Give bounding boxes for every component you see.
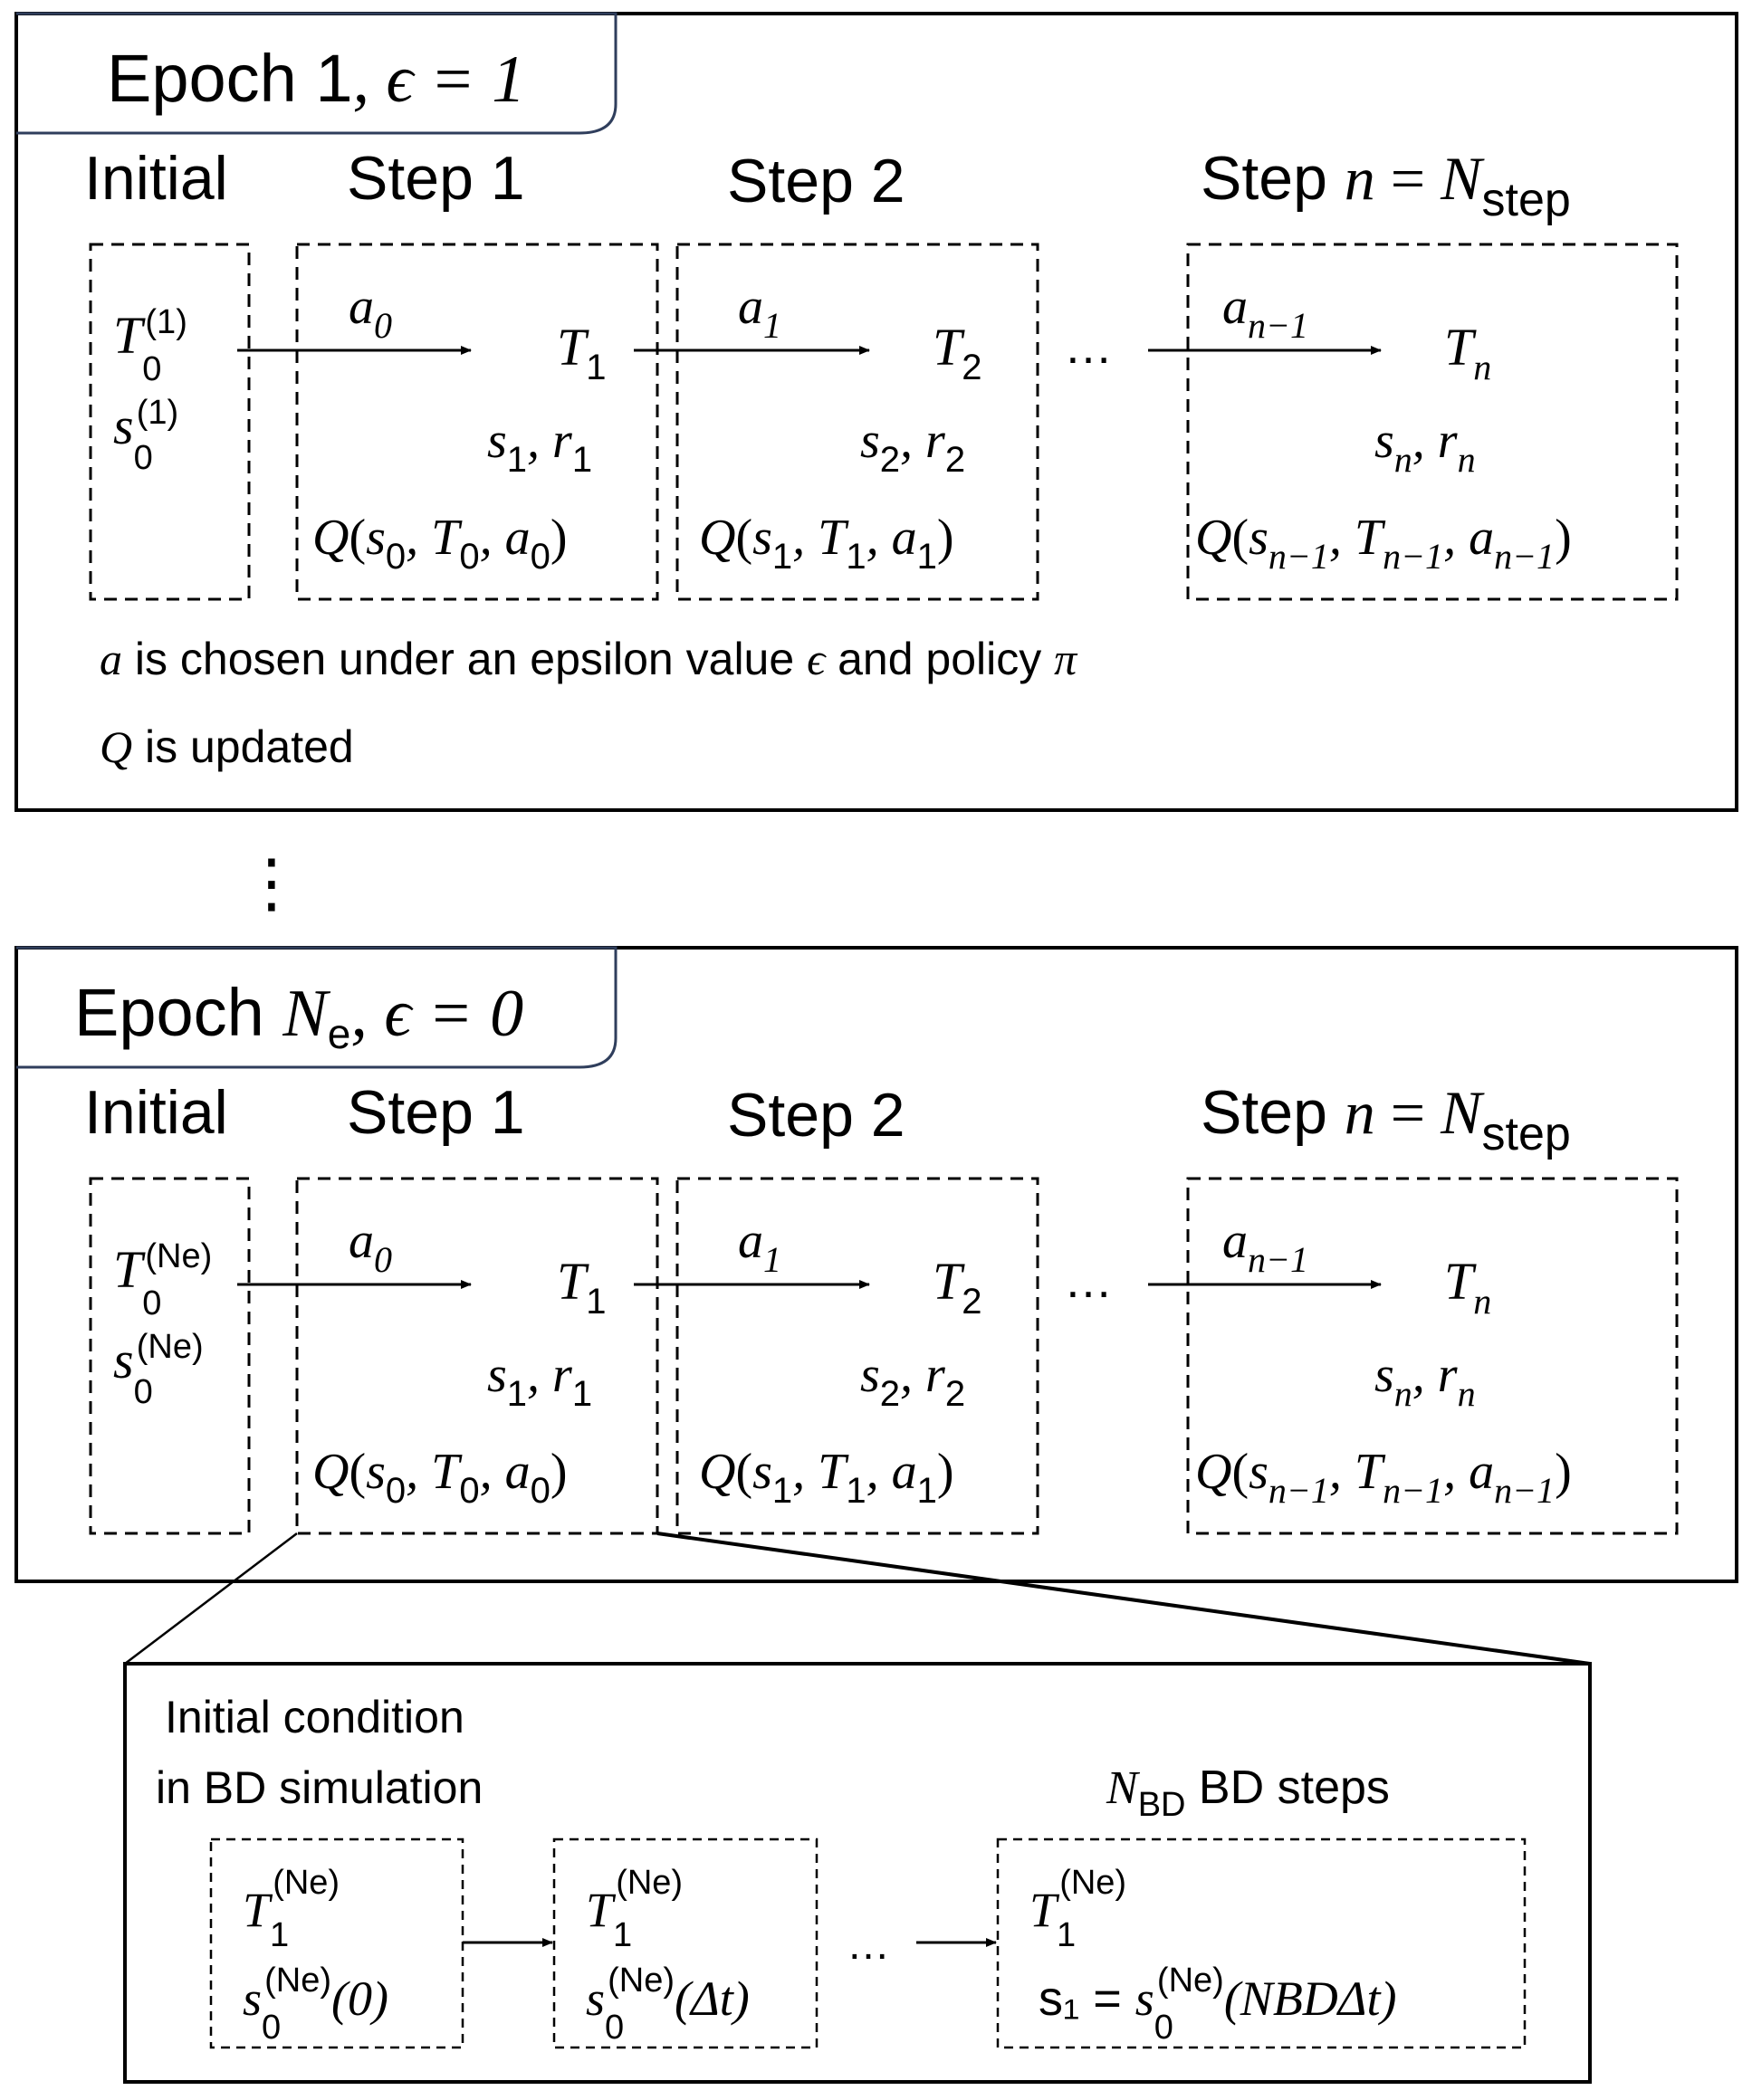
state-reward-3: sn, rn xyxy=(1374,1347,1476,1414)
bd-state-box-3 xyxy=(996,1838,1527,2049)
epoch-panel-2: Epoch Ne, ϵ = 0 Initial Step 1 Step 2 Step n… xyxy=(14,946,1738,1583)
initial-temperature: T0(1) xyxy=(113,303,187,388)
column-label-step-1: Step 1 xyxy=(347,1078,525,1147)
initial-box xyxy=(89,1177,251,1535)
temperature-label-3: Tn xyxy=(1444,1252,1491,1322)
step-box-1 xyxy=(295,243,659,601)
temperature-label-1: T1 xyxy=(557,1252,607,1322)
bd-ellipsis: … xyxy=(847,1921,890,1969)
state-reward-1: s1, r1 xyxy=(487,1347,592,1414)
bd-initial-label-line-2: in BD simulation xyxy=(156,1762,483,1813)
action-label-1: a0 xyxy=(349,279,392,346)
column-label-step-n: Step n = Nstep xyxy=(1201,1078,1571,1160)
bd-state-box-2 xyxy=(552,1838,819,2049)
q-value-1: Q(s0, T0, a0) xyxy=(312,1444,567,1511)
action-label-3: an−1 xyxy=(1222,1213,1308,1280)
bd-temperature-3: T1(Ne) xyxy=(1029,1864,1126,1954)
state-reward-1: s1, r1 xyxy=(487,413,592,480)
epoch-title: Epoch Ne, ϵ = 0 xyxy=(74,975,523,1057)
epoch-note-2: Q is updated xyxy=(100,721,354,772)
q-value-2: Q(s1, T1, a1) xyxy=(699,1444,953,1511)
q-value-1: Q(s0, T0, a0) xyxy=(312,510,567,577)
temperature-label-2: T2 xyxy=(933,318,982,387)
q-value-2: Q(s1, T1, a1) xyxy=(699,510,953,577)
action-label-2: a1 xyxy=(738,1213,781,1280)
initial-state: s0(Ne) xyxy=(113,1328,204,1411)
epoch-title-tab xyxy=(16,12,618,135)
temperature-label-1: T1 xyxy=(557,318,607,387)
action-label-3: an−1 xyxy=(1222,279,1308,346)
bd-temperature-1: T1(Ne) xyxy=(243,1864,340,1954)
state-reward-2: s2, r2 xyxy=(860,1347,965,1414)
bd-simulation-panel xyxy=(123,1662,1592,2084)
initial-state: s0(1) xyxy=(113,394,178,477)
q-value-3: Q(sn−1, Tn−1, an−1) xyxy=(1195,1444,1572,1511)
bd-steps-label: NBD BD steps xyxy=(1106,1761,1390,1824)
step-box-n xyxy=(1186,1177,1679,1535)
epoch-panel-1: Epoch 1, ϵ = 1 Initial Step 1 Step 2 Step n … xyxy=(14,12,1738,812)
initial-box xyxy=(89,243,251,601)
step-box-2 xyxy=(675,243,1039,601)
epoch-frame xyxy=(14,946,1738,1583)
zoom-line-right xyxy=(656,1532,1591,1666)
column-label-step-2: Step 2 xyxy=(727,147,905,215)
bd-initial-label-line-1: Initial condition xyxy=(165,1692,464,1742)
state-reward-2: s2, r2 xyxy=(860,413,965,480)
column-label-step-1: Step 1 xyxy=(347,144,525,213)
initial-temperature: T0(Ne) xyxy=(113,1237,212,1322)
q-value-3: Q(sn−1, Tn−1, an−1) xyxy=(1195,510,1572,577)
state-reward-3: sn, rn xyxy=(1374,413,1476,480)
step-box-1 xyxy=(295,1177,659,1535)
bd-state-2: s0(Ne)(Δt) xyxy=(586,1962,750,2047)
step-box-n xyxy=(1186,243,1679,601)
action-label-2: a1 xyxy=(738,279,781,346)
step-ellipsis: … xyxy=(1064,1254,1113,1308)
bd-state-3: s₁ = s0(Ne)(NBDΔt) xyxy=(1039,1962,1396,2047)
epoch-note-1: a is chosen under an epsilon value ϵ and… xyxy=(100,634,1078,684)
action-label-1: a0 xyxy=(349,1213,392,1280)
epoch-frame xyxy=(14,12,1738,812)
column-label-initial: Initial xyxy=(84,144,228,213)
bd-state-1: s0(Ne)(0) xyxy=(243,1962,388,2047)
zoom-line-left xyxy=(124,1532,298,1665)
column-label-initial: Initial xyxy=(84,1078,228,1147)
vertical-ellipsis: ⋮ xyxy=(239,847,304,920)
column-label-step-2: Step 2 xyxy=(727,1081,905,1150)
temperature-label-2: T2 xyxy=(933,1252,982,1322)
column-label-step-n: Step n = Nstep xyxy=(1201,144,1571,226)
bd-temperature-2: T1(Ne) xyxy=(586,1864,683,1954)
epoch-title: Epoch 1, ϵ = 1 xyxy=(107,41,525,117)
step-ellipsis: … xyxy=(1064,320,1113,374)
temperature-label-3: Tn xyxy=(1444,318,1491,387)
epoch-title-tab xyxy=(16,946,618,1069)
step-box-2 xyxy=(675,1177,1039,1535)
